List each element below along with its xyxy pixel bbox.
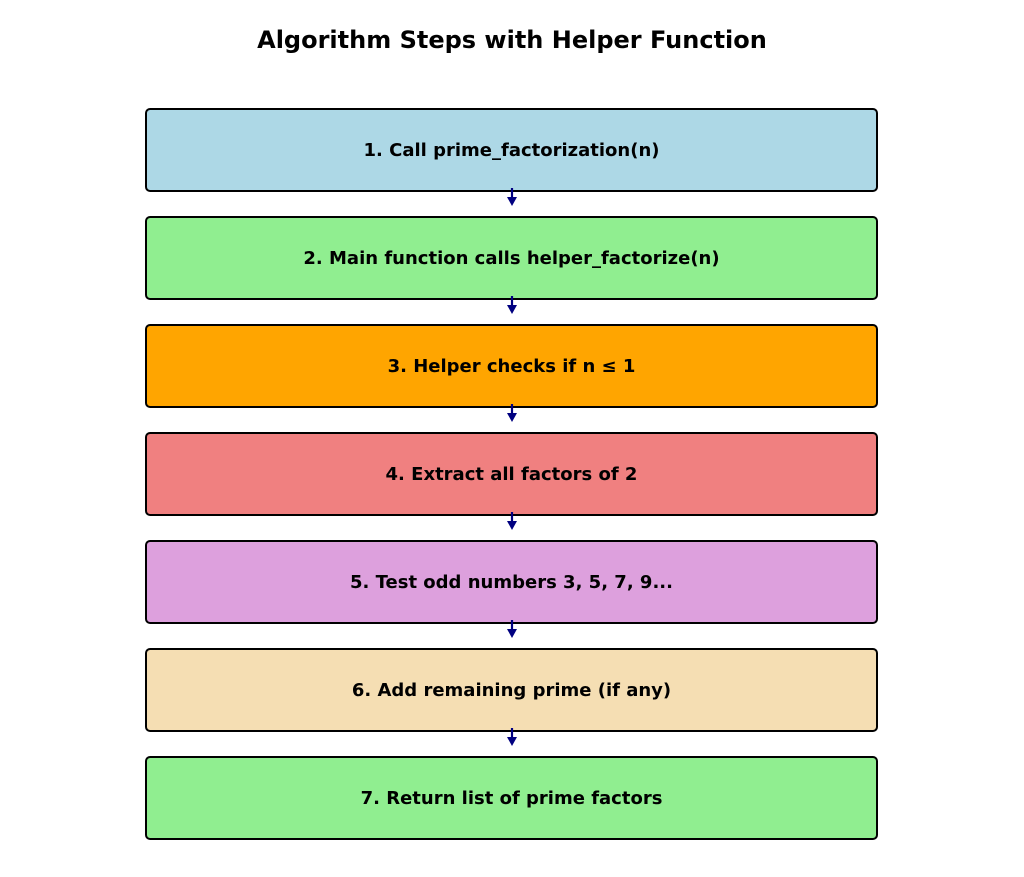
diagram-title: Algorithm Steps with Helper Function xyxy=(257,26,767,54)
step-box-5: 5. Test odd numbers 3, 5, 7, 9... xyxy=(145,540,878,624)
step-label-1: 1. Call prime_factorization(n) xyxy=(363,139,660,161)
step-label-2: 2. Main function calls helper_factorize(… xyxy=(303,247,720,269)
step-box-6: 6. Add remaining prime (if any) xyxy=(145,648,878,732)
step-box-4: 4. Extract all factors of 2 xyxy=(145,432,878,516)
step-box-7: 7. Return list of prime factors xyxy=(145,756,878,840)
step-box-1: 1. Call prime_factorization(n) xyxy=(145,108,878,192)
step-label-7: 7. Return list of prime factors xyxy=(360,787,663,809)
step-box-2: 2. Main function calls helper_factorize(… xyxy=(145,216,878,300)
step-label-4: 4. Extract all factors of 2 xyxy=(385,463,638,485)
step-box-3: 3. Helper checks if n ≤ 1 xyxy=(145,324,878,408)
step-label-6: 6. Add remaining prime (if any) xyxy=(351,679,672,701)
step-label-5: 5. Test odd numbers 3, 5, 7, 9... xyxy=(350,571,673,593)
step-label-3: 3. Helper checks if n ≤ 1 xyxy=(387,355,636,377)
